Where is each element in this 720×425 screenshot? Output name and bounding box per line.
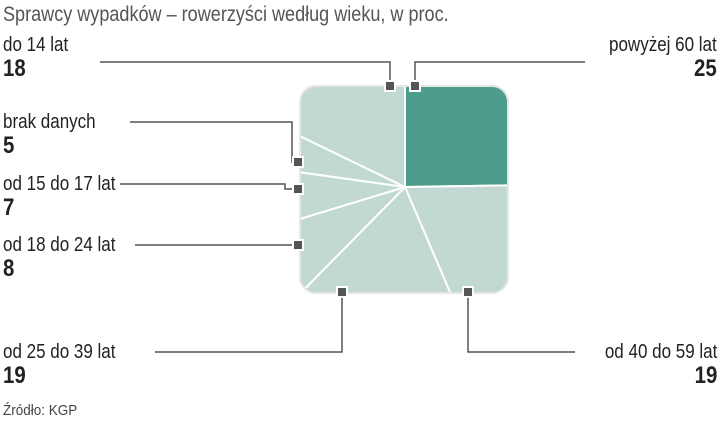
slice-label: od 15 do 17 lat: [3, 173, 116, 195]
slice-value: 7: [3, 194, 15, 221]
slice-value: 5: [3, 132, 15, 159]
leader-marker: [292, 183, 304, 195]
label-od-40-do-59: od 40 do 59 lat 19: [605, 341, 717, 389]
leader-marker: [336, 286, 348, 298]
leader-marker: [292, 156, 304, 168]
slice-label: powyżej 60 lat: [609, 34, 717, 56]
leader-line: [100, 61, 391, 86]
leader-line: [467, 292, 575, 353]
pie-slice: [403, 182, 508, 293]
slice-value: 18: [3, 55, 26, 82]
leader-marker: [462, 286, 474, 298]
slice-label: od 18 do 24 lat: [3, 234, 116, 256]
leader-marker: [409, 80, 421, 92]
leader-marker: [292, 239, 304, 251]
leader-line: [155, 292, 343, 353]
label-od-15-do-17: od 15 do 17 lat 7: [3, 173, 115, 221]
label-od-25-do-39: od 25 do 39 lat 19: [3, 341, 115, 389]
pie-slice: [300, 86, 406, 189]
pie-slice: [404, 86, 508, 189]
slice-value: 19: [694, 362, 717, 389]
slice-value: 25: [694, 55, 717, 82]
leader-line: [120, 183, 298, 190]
slice-label: od 25 do 39 lat: [3, 341, 116, 363]
chart-title: Sprawcy wypadków – rowerzyści według wie…: [3, 3, 449, 26]
leader-line: [414, 61, 585, 86]
slice-label: brak danych: [3, 111, 96, 133]
slice-label: do 14 lat: [3, 34, 69, 56]
label-brak-danych: brak danych 5: [3, 111, 96, 159]
leader-line: [130, 121, 298, 163]
source-note: Źródło: KGP: [3, 402, 78, 419]
label-od-18-do-24: od 18 do 24 lat 8: [3, 234, 115, 282]
label-do-14: do 14 lat 18: [3, 34, 68, 82]
label-powyzej-60: powyżej 60 lat 25: [609, 34, 717, 82]
pie-slice: [300, 186, 406, 293]
leader-marker: [384, 80, 396, 92]
slice-label: od 40 do 59 lat: [604, 341, 717, 363]
slice-value: 8: [3, 255, 15, 282]
slice-value: 19: [3, 362, 26, 389]
pie-slice: [300, 89, 406, 188]
